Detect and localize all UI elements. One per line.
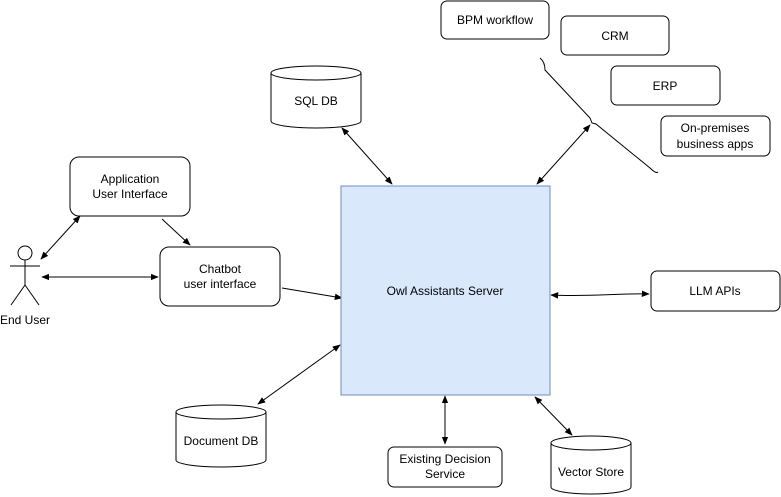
svg-text:user interface: user interface (184, 277, 257, 291)
sql-db-node: SQL DB (270, 65, 362, 129)
svg-text:Owl Assistants Server: Owl Assistants Server (387, 284, 504, 298)
svg-text:BPM workflow: BPM workflow (457, 13, 533, 27)
svg-text:End User: End User (0, 313, 50, 327)
chatbot-ui-node: Chatbot user interface (159, 246, 281, 307)
edge-chatbot-server (281, 287, 343, 300)
erp-node: ERP (610, 65, 721, 106)
vector-store-node: Vector Store (550, 435, 632, 495)
svg-text:User Interface: User Interface (92, 187, 168, 201)
svg-text:Application: Application (101, 172, 160, 186)
svg-text:Existing Decision: Existing Decision (399, 452, 490, 466)
bpm-workflow-node: BPM workflow (440, 0, 550, 40)
business-apps-brace (539, 57, 659, 173)
edge-server-llm (550, 290, 650, 299)
document-db-node: Document DB (175, 404, 267, 468)
llm-apis-node: LLM APIs (650, 270, 781, 312)
connectors (40, 124, 650, 445)
svg-text:LLM APIs: LLM APIs (689, 284, 740, 298)
svg-text:Chatbot: Chatbot (199, 262, 242, 276)
owl-assistants-server-node: Owl Assistants Server (340, 185, 551, 396)
svg-text:On-premises: On-premises (681, 121, 750, 135)
svg-text:business apps: business apps (677, 137, 754, 151)
svg-text:Service: Service (425, 467, 465, 481)
svg-text:SQL DB: SQL DB (294, 94, 338, 108)
on-premises-apps-node: On-premises business apps (660, 115, 771, 157)
svg-text:Vector Store: Vector Store (558, 465, 624, 479)
edge-appui-enduser (40, 215, 81, 260)
svg-text:Document DB: Document DB (184, 434, 259, 448)
edge-appui-chatbot (161, 218, 191, 246)
svg-text:ERP: ERP (653, 79, 678, 93)
crm-node: CRM (560, 15, 670, 56)
svg-text:CRM: CRM (601, 29, 628, 43)
edge-sqldb-server (341, 127, 393, 185)
edge-apps-server (536, 124, 591, 185)
existing-decision-service-node: Existing Decision Service (387, 446, 503, 488)
edge-vector-server (534, 396, 573, 436)
end-user-actor: End User (0, 245, 50, 327)
application-ui-node: Application User Interface (69, 156, 191, 217)
edge-docdb-server (257, 344, 341, 405)
